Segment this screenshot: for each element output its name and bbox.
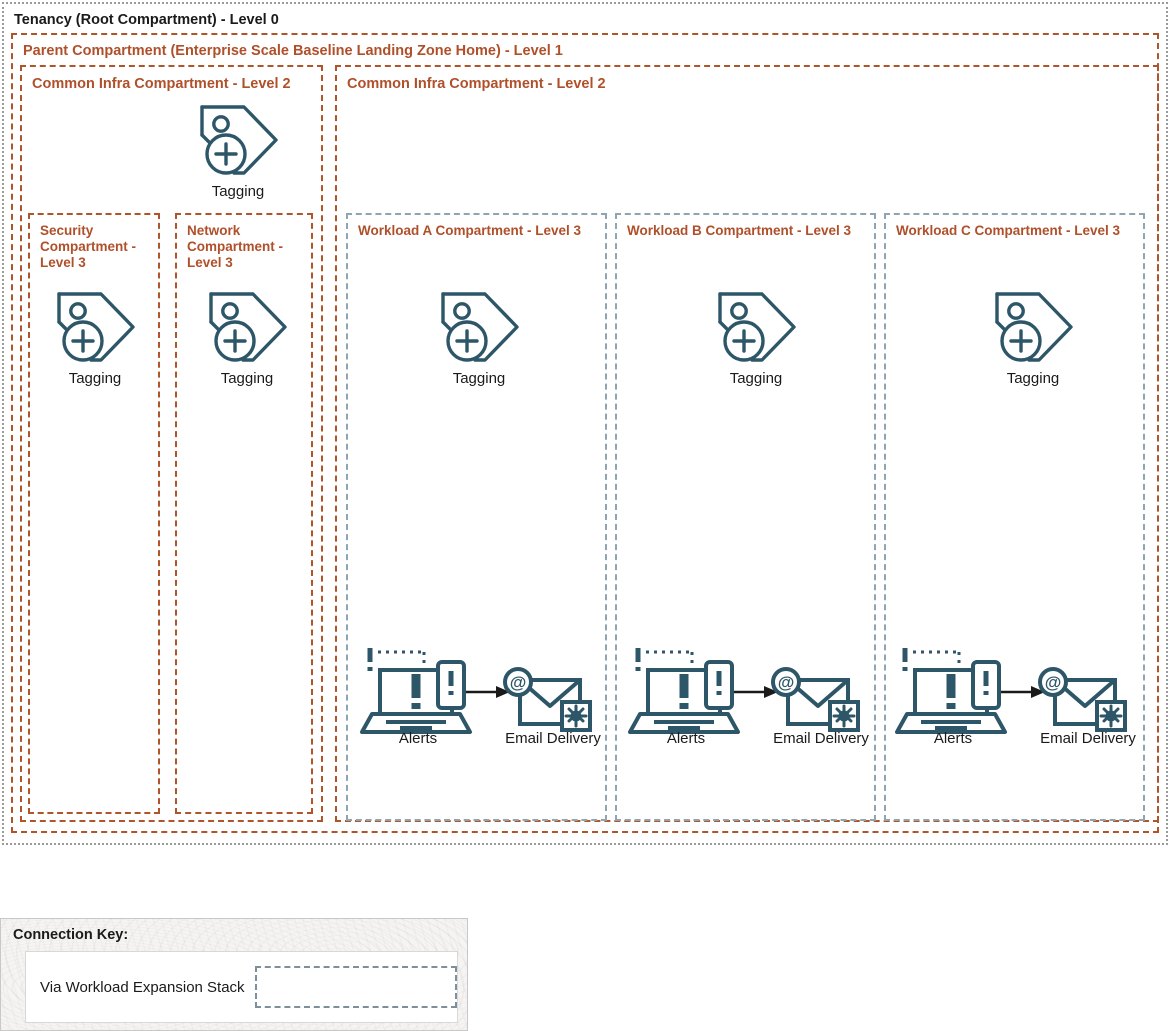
tagging-label: Tagging (211, 183, 265, 200)
workload-c-alerts-flow: @ Alerts Email Delivery (893, 640, 1136, 750)
tagging-label: Tagging (452, 370, 506, 387)
svg-text:@: @ (510, 673, 527, 692)
network-compartment-box: Network Compartment - Level 3 (175, 213, 313, 814)
network-tagging-node: Tagging (201, 286, 293, 387)
flow-arrow (1001, 686, 1045, 698)
alerts-label: Alerts (933, 730, 973, 747)
tagging-icon (192, 99, 284, 181)
tagging-label: Tagging (729, 370, 783, 387)
tagging-label: Tagging (1006, 370, 1060, 387)
alerts-icon (628, 648, 740, 734)
tagging-label: Tagging (68, 370, 122, 387)
workload-a-compartment-box: Workload A Compartment - Level 3 (346, 213, 607, 821)
common-infra-right-title: Common Infra Compartment - Level 2 (347, 76, 606, 92)
workload-b-compartment-box: Workload B Compartment - Level 3 (615, 213, 876, 821)
tagging-icon (987, 286, 1079, 368)
alerts-icon (360, 648, 472, 734)
email-delivery-icon: @ (771, 667, 860, 732)
tagging-label: Tagging (220, 370, 274, 387)
tagging-icon (433, 286, 525, 368)
common-infra-left-box: Common Infra Compartment - Level 2 (20, 65, 323, 822)
security-compartment-title: Security Compartment - Level 3 (40, 223, 137, 270)
connection-key-panel: Connection Key: Via Workload Expansion S… (0, 918, 468, 1031)
workload-c-compartment-title: Workload C Compartment - Level 3 (896, 223, 1121, 238)
security-compartment-box: Security Compartment - Level 3 (28, 213, 160, 814)
flow-arrow (734, 686, 778, 698)
parent-compartment-box: Parent Compartment (Enterprise Scale Bas… (11, 33, 1159, 833)
connection-key-row: Via Workload Expansion Stack (25, 951, 458, 1023)
svg-text:@: @ (1045, 673, 1062, 692)
workload-c-compartment-box: Workload C Compartment - Level 3 (884, 213, 1145, 821)
email-delivery-icon: @ (503, 667, 592, 732)
connection-key-title: Connection Key: (13, 927, 129, 943)
alerts-to-email-connector: @ (360, 648, 592, 734)
flow-arrow (466, 686, 510, 698)
tagging-icon (49, 286, 141, 368)
alerts-label: Alerts (666, 730, 706, 747)
network-compartment-title: Network Compartment - Level 3 (187, 223, 284, 270)
workload-a-alerts-flow: @ Alerts Email Delivery (358, 640, 601, 750)
connection-key-swatch-dashed (254, 966, 457, 1008)
email-delivery-icon: @ (1038, 667, 1127, 732)
connection-key-entry-label: Via Workload Expansion Stack (40, 978, 245, 996)
tenancy-compartment-box: Tenancy (Root Compartment) - Level 0 (2, 2, 1168, 845)
tagging-icon (201, 286, 293, 368)
workload-b-compartment-title: Workload B Compartment - Level 3 (627, 223, 852, 238)
tenancy-title: Tenancy (Root Compartment) - Level 0 (14, 12, 279, 28)
workload-b-tagging-node: Tagging (710, 286, 802, 387)
workload-a-compartment-title: Workload A Compartment - Level 3 (358, 223, 582, 238)
common-infra-left-title: Common Infra Compartment - Level 2 (32, 76, 291, 92)
alerts-icon (895, 648, 1007, 734)
workload-a-tagging-node: Tagging (433, 286, 525, 387)
svg-text:@: @ (778, 673, 795, 692)
workload-c-tagging-node: Tagging (987, 286, 1079, 387)
common-infra-right-box: Common Infra Compartment - Level 2 (335, 65, 1159, 822)
tagging-icon (710, 286, 802, 368)
common-infra-tagging-node: Tagging (192, 99, 284, 200)
workload-b-alerts-flow: @ Alerts Email Delivery (626, 640, 869, 750)
email-delivery-label: Email Delivery (505, 730, 601, 747)
email-delivery-label: Email Delivery (1040, 730, 1136, 747)
alerts-to-email-connector: @ (895, 648, 1127, 734)
parent-compartment-title: Parent Compartment (Enterprise Scale Bas… (23, 43, 563, 59)
email-delivery-label: Email Delivery (773, 730, 869, 747)
security-tagging-node: Tagging (49, 286, 141, 387)
alerts-label: Alerts (398, 730, 438, 747)
alerts-to-email-connector: @ (628, 648, 860, 734)
